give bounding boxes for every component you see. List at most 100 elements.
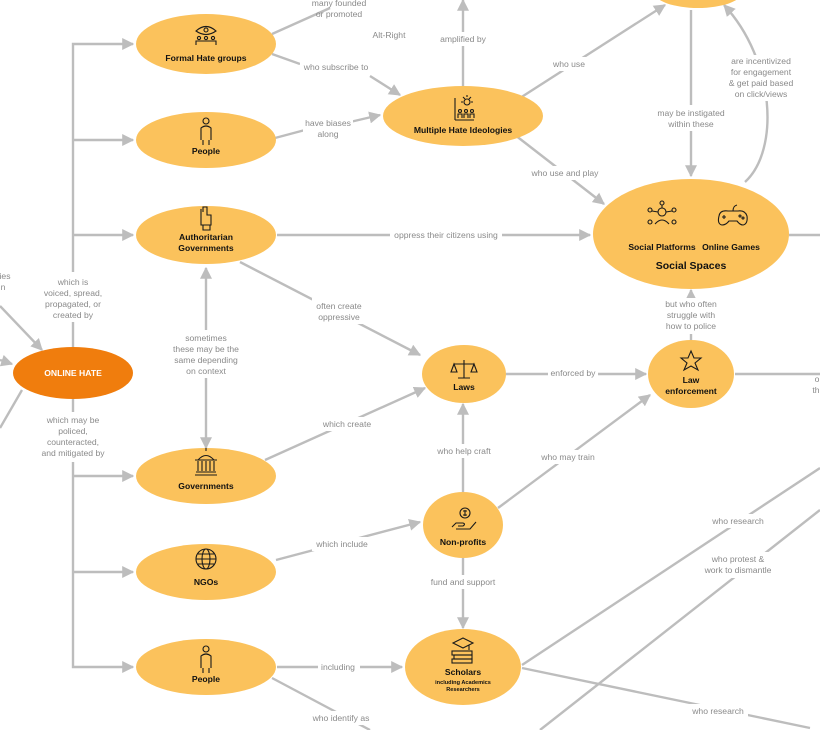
label-incentivized-4: on click/views xyxy=(735,89,788,99)
node-non-profits[interactable]: Non-profits xyxy=(423,492,503,558)
node-scholars-sub-2: Researchers xyxy=(446,687,480,693)
node-laws-label: Laws xyxy=(453,382,475,392)
label-which-create: which create xyxy=(322,419,371,429)
node-non-profits-shape xyxy=(423,492,503,558)
label-but-who-often-3: how to police xyxy=(666,321,716,331)
scales-icon xyxy=(450,360,478,379)
node-formal-hate-groups[interactable]: Formal Hate groups xyxy=(136,14,276,74)
node-online-hate[interactable]: ONLINE HATE xyxy=(13,347,133,399)
node-social-spaces-label: Social Spaces xyxy=(656,260,727,272)
node-formal-hate-groups-label: Formal Hate groups xyxy=(165,53,246,63)
node-formal-hate-groups-shape xyxy=(136,14,276,74)
raised-fist-icon xyxy=(200,206,212,231)
eye-group-icon xyxy=(195,25,217,45)
label-which-is-4: created by xyxy=(53,310,94,320)
label-but-who-often-2: struggle with xyxy=(667,310,715,320)
node-governments-shape xyxy=(136,448,276,504)
label-which-may-be-3: counteracted, xyxy=(47,437,99,447)
node-multiple-hate-ideologies[interactable]: Multiple Hate Ideologies xyxy=(383,86,543,146)
edge-left-in-3 xyxy=(0,389,24,429)
node-law-enforcement-label-1: Law xyxy=(683,375,700,385)
label-have-biases-2: along xyxy=(317,129,338,139)
node-authoritarian-label-1: Authoritarian xyxy=(179,232,233,242)
node-scholars-sub-1: including Academics xyxy=(435,680,491,686)
label-alt-right: Alt-Right xyxy=(373,30,407,40)
edge-left-in-1 xyxy=(0,305,43,351)
node-authoritarian-label-2: Governments xyxy=(178,243,234,253)
label-which-may-be-2: policed, xyxy=(58,426,88,436)
label-ies: ies xyxy=(0,271,11,281)
node-laws[interactable]: Laws xyxy=(422,345,506,403)
label-who-use: who use xyxy=(552,59,585,69)
label-incentivized-1: are incentivized xyxy=(731,56,791,66)
edge-who-use xyxy=(519,3,667,100)
node-governments[interactable]: Governments xyxy=(136,448,276,504)
node-people-bottom-label: People xyxy=(192,674,220,684)
node-people-top[interactable]: People xyxy=(136,112,276,168)
label-many-founded-2: or promoted xyxy=(316,9,363,19)
node-people-top-label: People xyxy=(192,146,220,156)
label-which-may-be-1: which may be xyxy=(46,415,100,425)
edge-online-hate-to-formal-groups xyxy=(71,38,135,348)
burst-people-icon xyxy=(454,95,475,121)
label-often-create-2: oppressive xyxy=(318,312,360,322)
star-badge-icon xyxy=(679,349,703,372)
node-ngos-label: NGOs xyxy=(194,577,219,587)
node-authoritarian-governments-shape xyxy=(136,206,276,264)
node-people-bottom-shape xyxy=(136,639,276,695)
edge-formal-subscribe xyxy=(271,52,400,95)
edge-online-hate-down xyxy=(71,398,135,673)
node-top-partial[interactable] xyxy=(654,0,742,8)
edge-formal-many-founded xyxy=(271,6,331,36)
label-amplified-by: amplified by xyxy=(440,34,487,44)
edge-who-research-2 xyxy=(521,666,811,730)
node-scholars-label: Scholars xyxy=(445,667,482,677)
game-controller-icon xyxy=(717,204,748,226)
label-n: n xyxy=(1,282,6,292)
label-but-who-often-1: but who often xyxy=(665,299,717,309)
node-social-spaces[interactable]: Social Platforms Online Games Social Spa… xyxy=(593,179,789,289)
label-may-be-instigated-1: may be instigated xyxy=(657,108,725,118)
label-which-is-2: voiced, spread, xyxy=(44,288,102,298)
node-authoritarian-governments[interactable]: Authoritarian Governments xyxy=(136,206,276,264)
person-icon xyxy=(200,117,212,145)
label-oppress: oppress their citizens using xyxy=(394,230,498,240)
node-governments-label: Governments xyxy=(178,481,234,491)
label-right-fragment-2: th xyxy=(812,385,819,395)
edge-left-in-2 xyxy=(0,354,14,367)
label-including: including xyxy=(321,662,355,672)
label-who-use-and-play: who use and play xyxy=(531,168,600,178)
label-fund-and-support: fund and support xyxy=(431,577,496,587)
edge-incentivized xyxy=(723,4,769,183)
node-scholars-shape xyxy=(405,629,521,705)
node-social-platforms-label: Social Platforms xyxy=(628,242,696,252)
label-which-may-be-4: and mitigated by xyxy=(41,448,105,458)
node-ngos[interactable]: NGOs xyxy=(136,544,276,600)
label-often-create-1: often create xyxy=(316,301,362,311)
label-who-protest-2: work to dismantle xyxy=(704,565,772,575)
node-people-bottom[interactable]: People xyxy=(136,639,276,695)
edge-people-biases xyxy=(274,115,380,140)
node-social-spaces-shape xyxy=(593,179,789,289)
label-sometimes-2: these may be the xyxy=(173,344,239,354)
label-who-help-craft: who help craft xyxy=(436,446,491,456)
node-law-enforcement[interactable]: Law enforcement xyxy=(648,340,734,408)
hand-coin-icon xyxy=(451,507,477,530)
node-online-hate-shape xyxy=(13,347,133,399)
node-online-hate-label: ONLINE HATE xyxy=(44,368,102,378)
label-sometimes-4: on context xyxy=(186,366,226,376)
label-right-fragment-1: o xyxy=(815,374,820,384)
label-may-be-instigated-2: within these xyxy=(667,119,714,129)
label-who-identify-as: who identify as xyxy=(312,713,370,723)
label-who-subscribe-to: who subscribe to xyxy=(303,62,369,72)
node-scholars[interactable]: Scholars including Academics Researchers xyxy=(405,629,521,705)
node-non-profits-label: Non-profits xyxy=(440,537,487,547)
label-incentivized-3: & get paid based xyxy=(729,78,794,88)
label-sometimes-1: sometimes xyxy=(185,333,227,343)
node-online-games-label: Online Games xyxy=(702,242,760,252)
node-law-enforcement-label-2: enforcement xyxy=(665,386,717,396)
node-law-enforcement-shape xyxy=(648,340,734,408)
